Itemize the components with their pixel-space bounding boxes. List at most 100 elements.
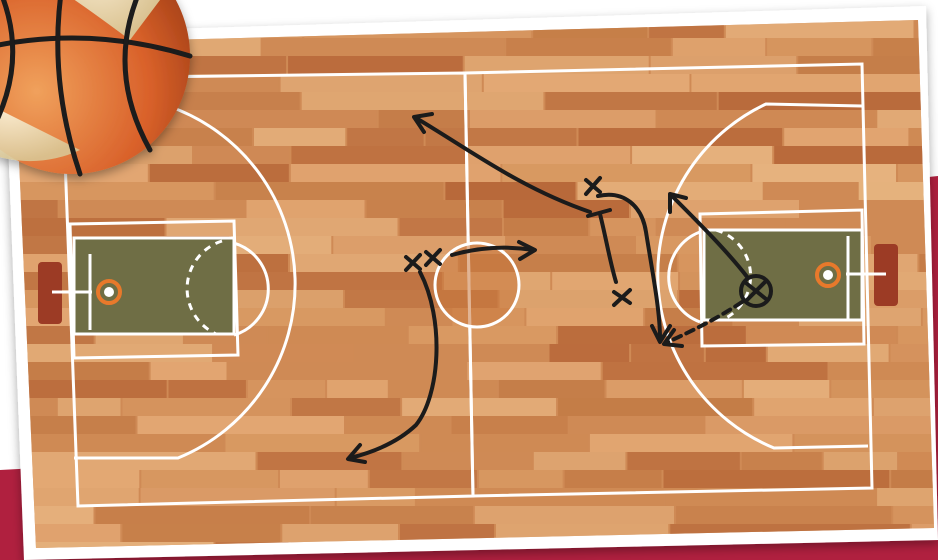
wood-plank [631,344,704,362]
wood-plank [302,92,544,110]
wood-plank [229,362,466,380]
wood-plank [550,344,630,362]
wood-plank [347,128,423,146]
wood-plank [545,92,716,110]
wood-plank [504,218,588,236]
wood-plank [0,344,212,362]
wood-plank [169,380,246,398]
wood-plank [58,398,121,416]
wood-plank [830,362,938,380]
wood-plank [468,146,631,164]
wood-plank [774,146,938,164]
wood-plank [874,398,938,416]
wood-plank [470,110,656,128]
wood-plank [370,470,477,488]
wood-plank [500,290,678,308]
wood-plank [151,362,227,380]
wood-plank [387,308,451,326]
wood-plank [467,362,600,380]
wood-plank [752,164,896,182]
wood-plank [748,326,896,344]
wood-plank [0,200,58,218]
wood-plank [831,380,938,398]
wood-plank [570,416,704,434]
wood-plank [754,398,872,416]
net-left [104,287,114,297]
wood-plank [311,506,473,524]
wood-plank [631,200,799,218]
wood-plank [691,74,927,92]
wood-plank [565,470,662,488]
wood-plank [877,488,938,506]
wood-plank [327,380,388,398]
wood-plank [744,380,829,398]
wood-plank [146,110,376,128]
wood-plank [403,452,532,470]
wood-plank [891,470,938,488]
wood-plank [673,38,765,56]
wood-plank [784,128,908,146]
wood-plank [356,344,548,362]
center-circle [435,243,519,327]
wood-plank [367,200,502,218]
wood-plank [768,344,889,362]
wood-plank [96,506,310,524]
wood-plank [421,434,588,452]
wood-plank [479,470,563,488]
wood-plank [194,146,289,164]
wood-plank [475,506,674,524]
wood-plank [558,398,752,416]
wood-plank [122,524,280,542]
wood-plank [795,434,938,452]
wood-plank [877,110,938,128]
wood-plank [607,380,742,398]
wood-plank [5,182,214,200]
wood-plank [664,470,890,488]
wood-plank [258,452,402,470]
wood-plank [281,74,482,92]
wood-plank [254,128,345,146]
wood-plank [579,128,783,146]
wood-plank [291,164,501,182]
wood-plank [534,452,626,470]
wood-plank [824,452,897,470]
wood-plank [292,398,400,416]
wood-plank [282,524,398,542]
wood-plank [765,182,857,200]
wood-plank [291,146,465,164]
wood-plank [150,164,289,182]
wood-plank [138,416,345,434]
wood-plank [123,398,291,416]
wood-plank [213,272,442,290]
wood-plank [767,38,871,56]
wood-plank [247,200,365,218]
wood-plank [60,200,245,218]
wood-plank [346,416,450,434]
wood-plank [484,74,690,92]
wood-plank [288,56,463,74]
wood-plank [930,74,938,92]
wood-plank [452,416,568,434]
wood-plank [526,308,643,326]
wood-plank [231,236,331,254]
wood-plank [280,470,368,488]
wood-plank [658,110,876,128]
wood-plank [873,38,938,56]
wood-plank [676,506,891,524]
wood-plank [141,470,278,488]
wood-plank [19,434,224,452]
wood-plank [719,92,938,110]
wood-plank [379,110,468,128]
wood-plank [409,326,556,344]
wood-plank [390,380,497,398]
wood-plank [0,218,164,236]
wood-plank [627,452,739,470]
wood-plank [893,506,938,524]
wood-plank [506,38,671,56]
wood-plank [7,452,255,470]
wood-plank [603,362,828,380]
wood-plank [499,380,605,398]
wood-plank [263,38,505,56]
net-right [823,270,833,280]
